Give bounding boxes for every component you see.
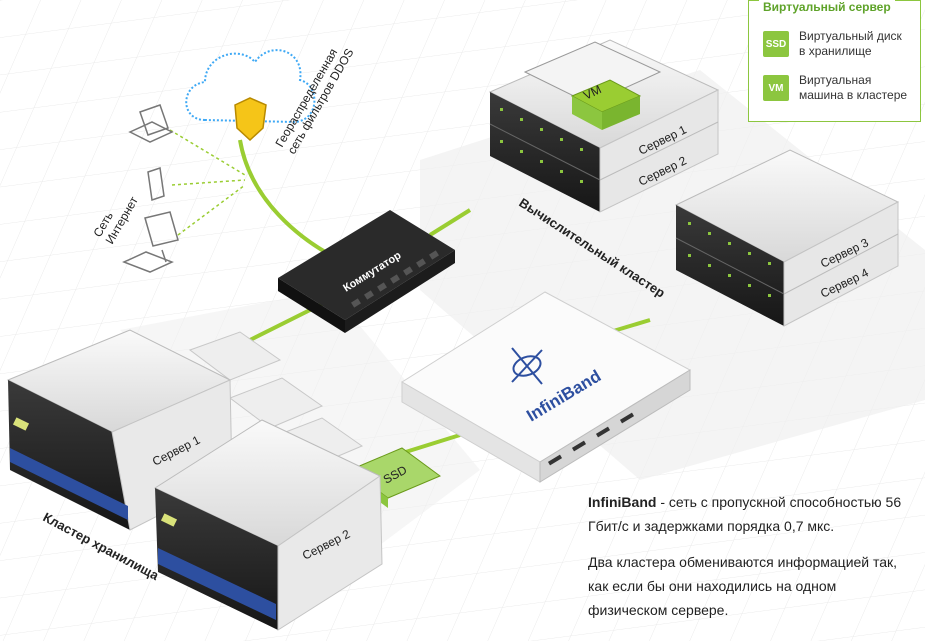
legend-item-vm-line1: Виртуальная [799, 73, 872, 87]
legend-item-vm: VM Виртуальная машина в кластере [763, 73, 913, 109]
tablet-icon [147, 167, 165, 201]
vm-badge-icon: VM [763, 75, 789, 101]
description-paragraph-1: InfiniBand - сеть с пропускной способнос… [588, 490, 918, 538]
hdd-disks [188, 331, 364, 469]
legend-item-vm-line2: машина в кластере [799, 88, 908, 102]
cloud-icon [185, 49, 316, 124]
legend-title: Виртуальный сервер [759, 0, 895, 14]
infiniband-device [401, 291, 692, 483]
desktop-icon [122, 211, 179, 273]
legend-item-vm-text: Виртуальная машина в кластере [799, 73, 907, 103]
infiniband-logo-icon [511, 347, 543, 385]
description-block: InfiniBand - сеть с пропускной способнос… [588, 490, 918, 634]
shield-icon [234, 97, 267, 142]
switch-device [278, 210, 455, 333]
description-infiniband-text: - сеть с пропускной способностью 56 Гбит… [588, 494, 902, 534]
legend-item-ssd-line2: в хранилище [799, 44, 872, 58]
description-paragraph-2: Два кластера обмениваются информацией та… [588, 554, 898, 618]
laptop-icon [128, 104, 174, 143]
ssd-badge-icon: SSD [763, 31, 789, 57]
legend-item-ssd-text: Виртуальный диск в хранилище [799, 29, 902, 59]
legend-item-ssd: SSD Виртуальный диск в хранилище [763, 29, 913, 65]
storage-server-2 [153, 419, 383, 631]
compute-server-stack-b [674, 149, 900, 327]
description-infiniband-term: InfiniBand [588, 494, 657, 510]
virtual-server-legend: Виртуальный сервер SSD Виртуальный диск … [748, 0, 921, 122]
compute-server-stack-a [488, 39, 720, 213]
legend-item-ssd-line1: Виртуальный диск [799, 29, 902, 43]
internet-dashes [169, 129, 246, 236]
